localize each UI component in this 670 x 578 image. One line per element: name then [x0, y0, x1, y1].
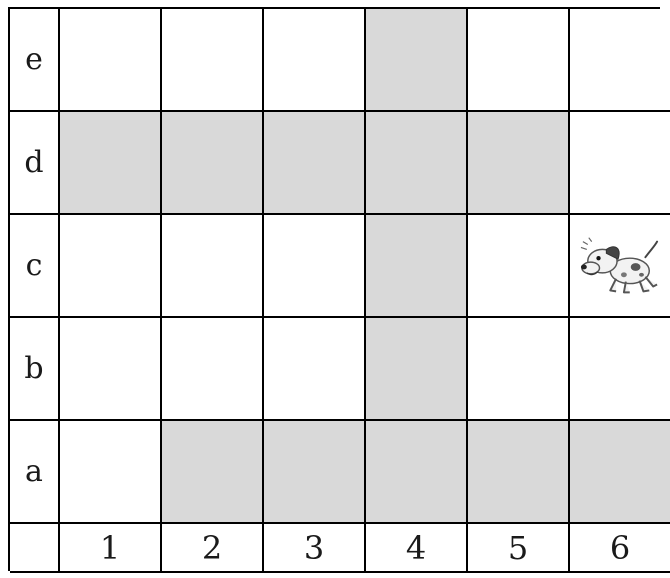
col-label: 4 [406, 529, 426, 567]
row-label: b [24, 351, 43, 386]
col-label-cell: 3 [264, 524, 366, 573]
col-label: 1 [100, 529, 120, 567]
grid-cell-e1 [60, 9, 162, 112]
grid-cell-e4-shaded [366, 9, 468, 112]
grid-cell-d3-shaded [264, 112, 366, 215]
grid-cell-a6-shaded [570, 421, 670, 524]
grid-cell-c1 [60, 215, 162, 318]
grid-cell-b6 [570, 318, 670, 421]
grid-cell-e2 [162, 9, 264, 112]
row-label-cell: c [10, 215, 60, 318]
row-label-cell: d [10, 112, 60, 215]
coordinate-grid: e d c b a 1 2 3 4 5 6 [8, 7, 660, 571]
row-label-cell: b [10, 318, 60, 421]
col-label: 3 [304, 529, 324, 567]
grid-cell-a2-shaded [162, 421, 264, 524]
grid-cell-e5 [468, 9, 570, 112]
grid-cell-a4-shaded [366, 421, 468, 524]
row-label: a [25, 454, 43, 489]
col-label-cell: 5 [468, 524, 570, 573]
grid-cell-d5-shaded [468, 112, 570, 215]
col-label: 6 [610, 529, 630, 567]
grid-cell-a5-shaded [468, 421, 570, 524]
col-label-cell: 1 [60, 524, 162, 573]
row-label-cell: a [10, 421, 60, 524]
grid-cell-d2-shaded [162, 112, 264, 215]
row-label: e [25, 42, 43, 77]
grid-cell-e3 [264, 9, 366, 112]
grid-cell-a1 [60, 421, 162, 524]
grid-cell-c4-shaded [366, 215, 468, 318]
grid-cell-e6 [570, 9, 670, 112]
col-label-cell: 4 [366, 524, 468, 573]
grid-cell-d4-shaded [366, 112, 468, 215]
grid-cell-a3-shaded [264, 421, 366, 524]
grid-cell-b3 [264, 318, 366, 421]
grid-cell-c6 [570, 215, 670, 318]
col-label: 2 [202, 529, 222, 567]
grid-cell-c3 [264, 215, 366, 318]
row-label-cell: e [10, 9, 60, 112]
grid-cell-b1 [60, 318, 162, 421]
row-label: d [24, 145, 43, 180]
col-label-cell: 2 [162, 524, 264, 573]
col-label-cell: 6 [570, 524, 670, 573]
grid-cell-b2 [162, 318, 264, 421]
grid-cell-d1-shaded [60, 112, 162, 215]
grid-cell-c5 [468, 215, 570, 318]
grid-cell-b4-shaded [366, 318, 468, 421]
grid-cell-d6 [570, 112, 670, 215]
grid-cell-b5 [468, 318, 570, 421]
corner-cell [10, 524, 60, 573]
row-label: c [26, 248, 43, 283]
col-label: 5 [508, 529, 528, 567]
dog-icon [579, 235, 661, 297]
grid-cell-c2 [162, 215, 264, 318]
